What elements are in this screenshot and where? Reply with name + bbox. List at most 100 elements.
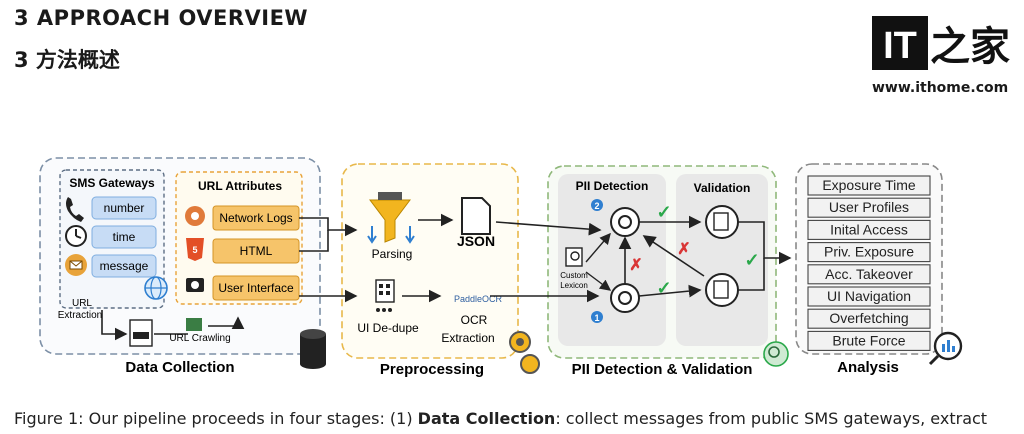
analysis-item-box	[807, 242, 931, 263]
arrow-json-to-llm	[495, 221, 602, 236]
paddleocr-label: PaddleOCR	[454, 294, 503, 304]
analysis-item-label: Exposure Time	[822, 177, 916, 193]
arrow-to-url	[101, 310, 128, 341]
phone-icon	[66, 197, 84, 222]
url-doc-icon	[129, 319, 153, 347]
llm-icon-bottom	[610, 283, 640, 313]
llm-icon-top	[610, 207, 640, 237]
analysis-item-label: Acc. Takeover	[825, 266, 913, 282]
search-badge-icon	[763, 341, 789, 367]
svg-text:5: 5	[192, 245, 197, 255]
caption-suffix: : collect messages from public SMS gatew…	[555, 409, 988, 428]
attr-user-interface-label: User Interface	[218, 281, 294, 295]
arrow-bottom-to-analysis	[738, 258, 765, 291]
section-heading-en: 3 APPROACH OVERVIEW	[14, 6, 309, 30]
field-time	[91, 225, 157, 249]
arrow-feedback	[642, 235, 705, 277]
ithome-logo: IT 之家	[872, 14, 1012, 74]
analysis-item-label: Priv. Exposure	[824, 244, 914, 260]
step-2-badge	[591, 199, 603, 211]
field-message-label: message	[100, 259, 149, 273]
arrow-bottom-to-validate	[638, 284, 702, 298]
arrow-lexicon-top	[585, 232, 611, 263]
svg-text:1: 1	[594, 313, 599, 323]
ui-dedupe-icon	[375, 279, 395, 312]
analysis-item-box	[807, 286, 931, 307]
arrow-to-attributes	[208, 316, 245, 330]
caption-bold: Data Collection	[417, 409, 556, 428]
attr-user-interface	[212, 275, 300, 301]
svg-text:2: 2	[594, 201, 599, 211]
validator-icon-top	[705, 205, 739, 239]
attr-network-logs-label: Network Logs	[219, 211, 292, 225]
preprocessing-title: Preprocessing	[380, 361, 484, 378]
camera-icon	[186, 278, 204, 292]
svg-text:IT: IT	[883, 25, 917, 67]
ocr-label: OCR	[461, 313, 488, 327]
analysis-item-label: Inital Access	[830, 221, 908, 237]
globe-icon	[144, 276, 168, 300]
figure-caption: Figure 1: Our pipeline proceeds in four …	[14, 409, 987, 428]
arrow-html-to-parsing	[299, 230, 329, 252]
field-number	[91, 196, 157, 220]
parsing-label: Parsing	[372, 247, 413, 261]
validator-icon-bottom	[705, 273, 739, 307]
analysis-item-box	[807, 219, 931, 240]
data-collection-title: Data Collection	[125, 359, 234, 376]
svg-text:之家: 之家	[930, 25, 1010, 69]
browser-icon	[186, 318, 202, 331]
analysis-item-box	[807, 308, 931, 329]
url-extraction-label-2: Extraction	[58, 310, 102, 321]
analysis-item-label: UI Navigation	[827, 288, 911, 304]
check-icon-1: ✓	[656, 202, 671, 222]
json-label: JSON	[457, 233, 495, 249]
analysis-item-box	[807, 175, 931, 196]
validation-label: Validation	[694, 181, 751, 195]
url-attributes-box	[175, 171, 303, 305]
funnel-icon	[367, 192, 415, 244]
analysis-item-label: Overfetching	[829, 310, 908, 326]
arrow-network-to-parsing	[299, 217, 358, 237]
analysis-title: Analysis	[837, 359, 899, 376]
analysis-item-box	[807, 197, 931, 218]
pii-title: PII Detection & Validation	[572, 361, 753, 378]
field-time-label: time	[113, 230, 136, 244]
arrow-lexicon-bottom	[585, 271, 612, 291]
message-icon	[65, 254, 87, 276]
attr-html-label: HTML	[240, 244, 273, 258]
custom-lexicon-line1: Custom	[560, 271, 588, 280]
clock-icon	[65, 225, 87, 247]
pii-detection-label: PII Detection	[576, 179, 649, 193]
ithome-site-url[interactable]: www.ithome.com	[872, 80, 1009, 96]
section-heading-cn: 3 方法概述	[14, 48, 120, 72]
chart-magnifier-icon	[928, 331, 963, 366]
cross-icon-1: ✗	[629, 257, 642, 274]
json-file-icon	[461, 197, 491, 235]
step-1-badge	[591, 311, 603, 323]
check-icon-3: ✓	[744, 250, 759, 270]
check-icon-2: ✓	[656, 278, 671, 298]
sms-gateways-label: SMS Gateways	[69, 176, 155, 190]
pipeline-figure: SMS Gateways number time message URL Ext…	[39, 157, 963, 378]
lexicon-icon	[565, 247, 583, 267]
url-attributes-label: URL Attributes	[198, 179, 282, 193]
cross-icon-2: ✗	[677, 241, 690, 258]
database-icon	[300, 329, 326, 369]
field-number-label: number	[104, 201, 145, 215]
analysis-item-box	[807, 330, 931, 351]
caption-prefix: Figure 1: Our pipeline proceeds in four …	[14, 409, 418, 428]
url-crawling-label: URL Crawling	[169, 333, 230, 344]
extraction-label: Extraction	[441, 331, 494, 345]
gear-database-icon	[509, 331, 540, 374]
url-extraction-label-1: URL	[72, 298, 92, 309]
analysis-item-label: Brute Force	[832, 332, 905, 348]
html5-icon: 5	[186, 238, 204, 261]
arrow-to-analysis	[738, 221, 792, 265]
ui-dedupe-label: UI De-dupe	[357, 321, 419, 335]
analysis-item-label: User Profiles	[829, 199, 909, 215]
field-message	[91, 254, 157, 278]
analysis-item-box	[807, 264, 931, 285]
custom-lexicon-line2: Lexicon	[560, 281, 588, 290]
network-logs-icon	[185, 206, 205, 226]
